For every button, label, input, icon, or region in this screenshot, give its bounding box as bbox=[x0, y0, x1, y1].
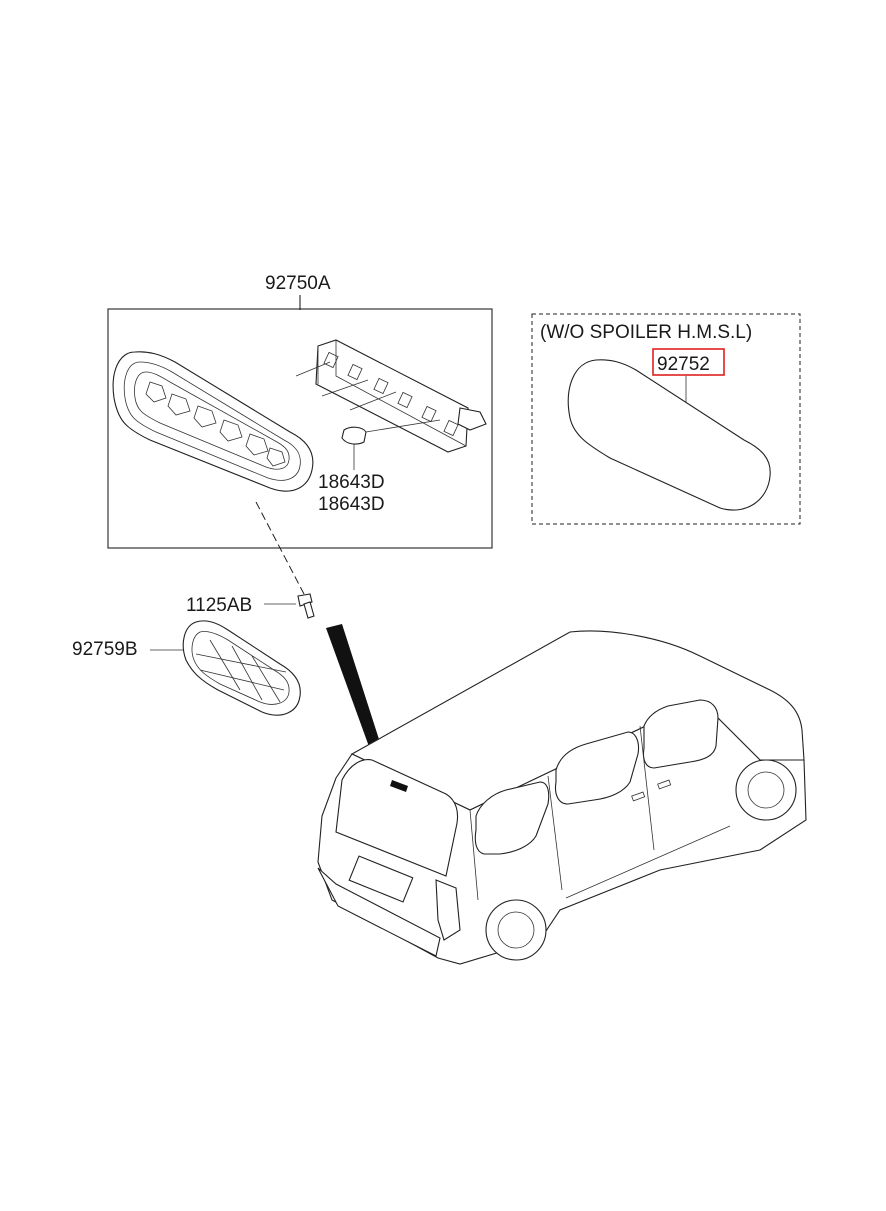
highlight-box-92752 bbox=[652, 348, 725, 376]
lamp-92752-drawing bbox=[567, 359, 771, 511]
label-1125ab[interactable]: 1125AB bbox=[186, 595, 252, 616]
option-group: (W/O SPOILER H.M.S.L) 92752 bbox=[531, 313, 801, 525]
label-92752[interactable]: 92752 bbox=[657, 354, 710, 375]
option-box bbox=[531, 313, 801, 525]
label-18643d-2[interactable]: 18643D bbox=[318, 494, 385, 515]
cover-group: 92759B bbox=[72, 620, 301, 716]
cover-92759b-drawing bbox=[182, 620, 301, 716]
screw-leader-dashed bbox=[255, 501, 305, 595]
label-option-note[interactable]: (W/O SPOILER H.M.S.L) bbox=[540, 322, 752, 343]
lamp-housing-drawing bbox=[112, 351, 314, 492]
assembly-group: 92750A bbox=[107, 273, 493, 549]
label-18643d-1[interactable]: 18643D bbox=[318, 472, 385, 493]
screw-shank-drawing bbox=[303, 601, 315, 619]
label-92750a[interactable]: 92750A bbox=[265, 273, 331, 294]
label-92759b[interactable]: 92759B bbox=[72, 639, 138, 660]
led-board-drawing bbox=[295, 339, 487, 470]
van-drawing bbox=[317, 630, 807, 965]
assembly-box bbox=[107, 308, 493, 549]
screw-group: 1125AB bbox=[186, 501, 315, 619]
